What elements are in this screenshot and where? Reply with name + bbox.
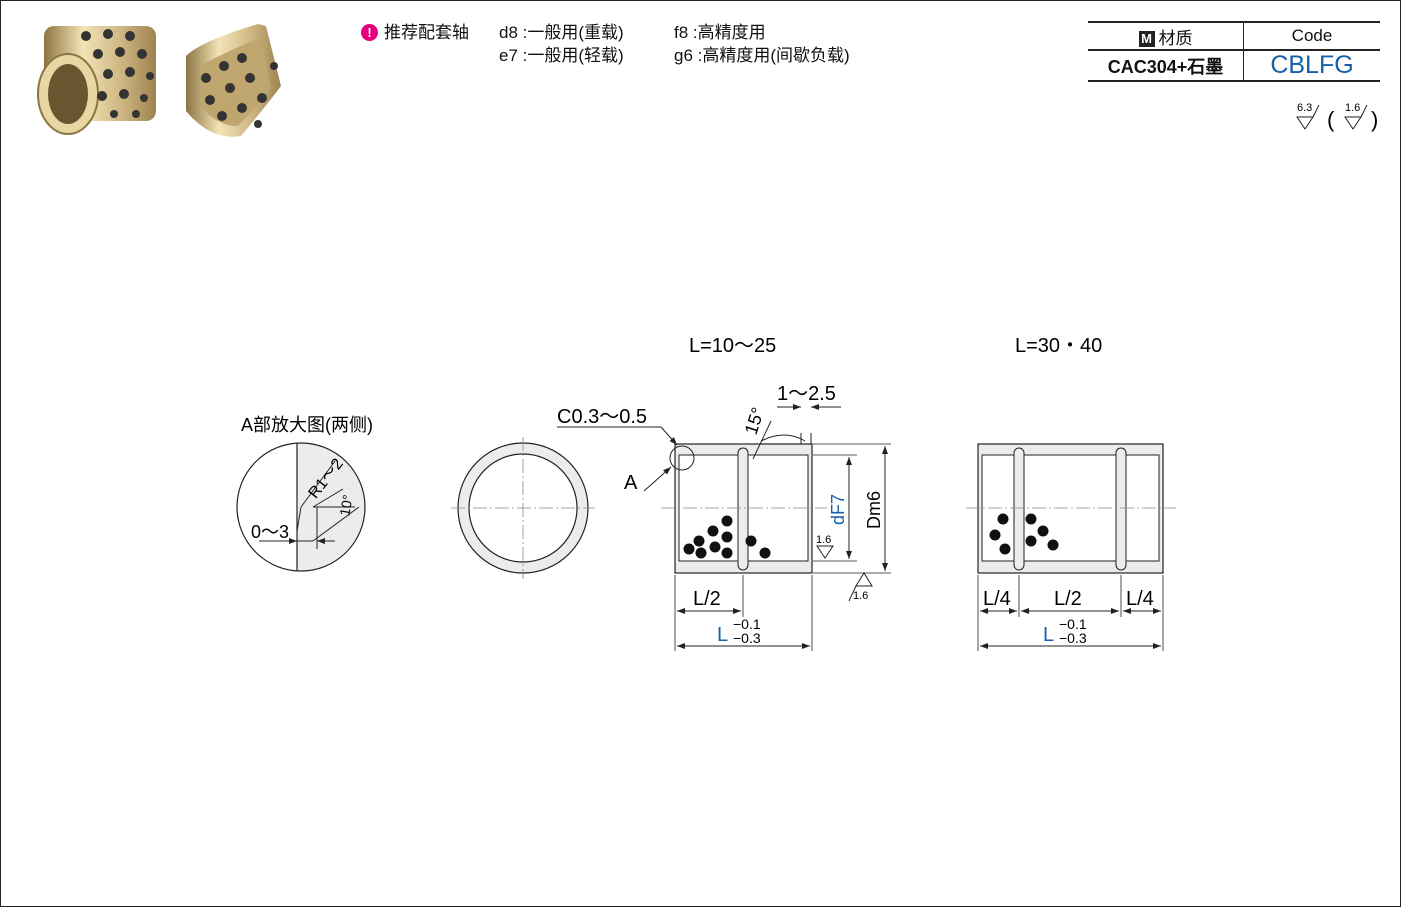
quarter-length-left: L/4 <box>983 588 1011 610</box>
tol-upper-long: −0.1 <box>1059 616 1087 632</box>
warning-icon: ! <box>361 24 378 41</box>
detail-title: A部放大图(两侧) <box>241 415 373 435</box>
product-photo <box>37 24 281 137</box>
side-view-long: L/4 L/2 L/4 L −0.1 −0.3 <box>966 443 1176 651</box>
bushing-photo-half <box>186 24 281 137</box>
detail-angle: 10° <box>336 493 355 517</box>
tol-upper: −0.1 <box>733 616 761 632</box>
label-long-length: L=30・40 <box>1015 335 1102 357</box>
code-header: Code <box>1243 21 1380 51</box>
quarter-length-right: L/4 <box>1126 588 1154 610</box>
inner-dia: dF7 <box>828 494 848 525</box>
length: L <box>717 624 728 646</box>
detail-a-view: R1～2 10° 0～3 <box>236 442 366 572</box>
recommend-title: 推荐配套轴 <box>384 23 469 42</box>
fit-f8: f8 :高精度用 <box>674 23 766 42</box>
roughness-secondary: 1.6 <box>1345 102 1360 114</box>
half-length: L/2 <box>693 588 721 610</box>
groove-angle: 15° <box>741 405 768 437</box>
half-length-long: L/2 <box>1054 588 1082 610</box>
code-value: CBLFG <box>1243 49 1380 82</box>
tol-lower: −0.3 <box>733 630 761 646</box>
finish-inner: 1.6 <box>816 534 831 546</box>
roughness-main: 6.3 <box>1297 102 1312 114</box>
paren-open: ( <box>1327 107 1335 132</box>
fit-e7: e7 :一般用(轻载) <box>499 46 624 65</box>
finish-outer: 1.6 <box>853 590 868 602</box>
chamfer-label: C0.3～0.5 <box>557 406 647 428</box>
recommended-shaft-note: !推荐配套轴 d8 :一般用(重载) f8 :高精度用 e7 :一般用(轻载) … <box>361 21 850 67</box>
bushing-photo-full <box>37 26 156 135</box>
fit-g6: g6 :高精度用(间歇负载) <box>674 46 850 65</box>
groove-label: 1～2.5 <box>777 383 836 405</box>
paren-close: ) <box>1371 107 1378 132</box>
fit-d8: d8 :一般用(重载) <box>499 23 624 42</box>
end-view <box>451 437 595 579</box>
detail-dim: 0～3 <box>251 522 289 542</box>
label-short-length: L=10～25 <box>689 335 776 357</box>
detail-ref: A <box>624 472 638 494</box>
length-long: L <box>1043 624 1054 646</box>
material-header: 材质 <box>1158 28 1193 48</box>
surface-roughness-mark: 6.3 ( 1.6 ) <box>1296 102 1378 132</box>
outer-dia: Dm6 <box>864 491 884 529</box>
tol-lower-long: −0.3 <box>1059 630 1087 646</box>
material-value: CAC304+石墨 <box>1088 49 1244 82</box>
material-badge: M <box>1138 30 1155 47</box>
side-view-short: A C0.3～0.5 1～2.5 15° dF7 Dm6 1.6 <box>557 383 891 651</box>
